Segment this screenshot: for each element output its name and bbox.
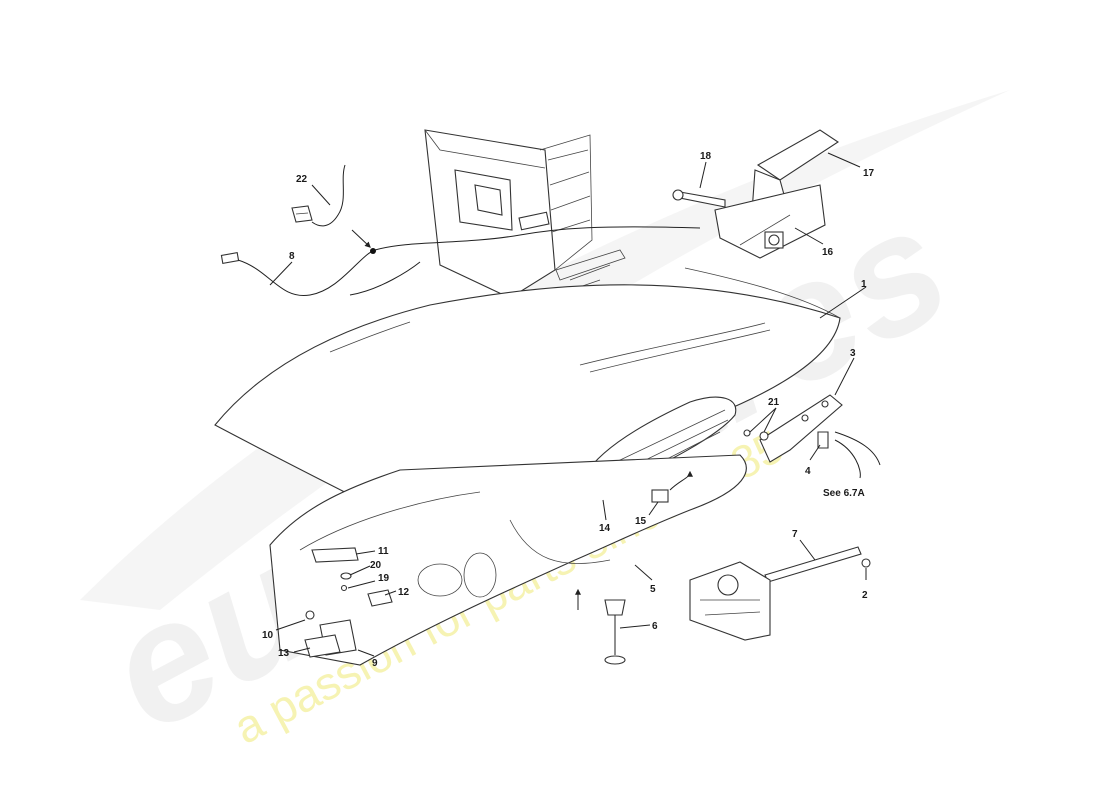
release-handle [672,129,839,259]
callout-6: 6 [652,621,658,632]
callout-9: 9 [372,658,378,669]
callout-19: 19 [378,573,390,584]
hinge [743,394,881,479]
callouts: 1 2 3 4 5 6 7 8 9 10 11 12 13 14 15 16 1… [262,151,875,669]
callout-3: 3 [850,348,856,359]
catch [651,470,693,503]
callout-13: 13 [278,648,290,659]
callout-10: 10 [262,630,274,641]
bump-stop [575,588,626,665]
callout-15: 15 [635,516,647,527]
latch-parts [304,547,393,658]
callout-5: 5 [650,584,656,595]
callout-14: 14 [599,523,611,534]
reference-note: See 6.7A [823,488,865,499]
callout-22: 22 [296,174,308,185]
release-cable [220,226,701,297]
leader-lines [269,152,867,657]
callout-20: 20 [370,560,382,571]
callout-7: 7 [792,529,798,540]
callout-11: 11 [378,546,389,557]
casting [689,561,771,641]
watermark-swoosh [80,90,1010,610]
callout-18: 18 [700,151,712,162]
callout-1: 1 [861,279,867,290]
bonnet-frame [269,454,747,666]
callout-17: 17 [863,168,875,179]
gas-strut [764,546,871,583]
callout-21: 21 [768,397,780,408]
callout-2: 2 [862,590,868,601]
cable-connector [291,164,346,227]
callout-12: 12 [398,587,410,598]
callout-8: 8 [289,251,295,262]
callout-16: 16 [822,247,834,258]
callout-4: 4 [805,466,811,477]
